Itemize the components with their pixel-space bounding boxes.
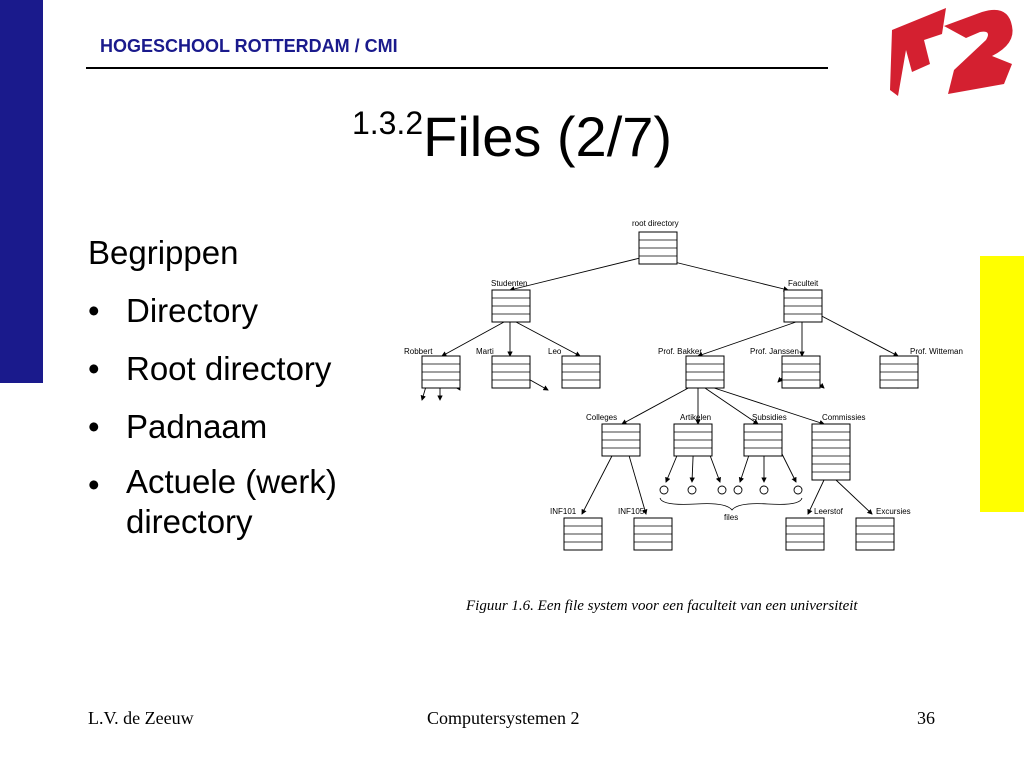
bullet-icon: • — [88, 408, 100, 445]
bullet-item: • Actuele (werk)directory — [88, 462, 337, 542]
diagram-label-inf101: INF101 — [550, 507, 577, 516]
artikelen-node — [673, 423, 713, 457]
studenten-node — [491, 289, 531, 323]
bullet-text: Directory — [126, 292, 259, 329]
header-divider — [86, 67, 828, 69]
janssen-node — [781, 355, 821, 389]
diagram-label-robbert: Robbert — [404, 347, 433, 356]
slide-title-number: 1.3.2 — [351, 105, 424, 141]
diagram-label-leo: Leo — [548, 347, 562, 356]
diagram-label-files: files — [724, 513, 738, 522]
right-accent-bar — [980, 256, 1024, 512]
leerstof-node — [785, 517, 825, 551]
diagram-label-colleges: Colleges — [586, 413, 617, 422]
diagram-label-root: root directory — [632, 219, 679, 228]
footer-author: L.V. de Zeeuw — [88, 708, 194, 728]
robbert-node — [421, 355, 461, 389]
bullet-text: Actuele (werk) — [126, 463, 337, 500]
footer-page-number: 36 — [917, 708, 935, 728]
file-icon — [759, 485, 769, 495]
bullet-text: Root directory — [126, 350, 332, 387]
bullet-item: • Root directory — [88, 346, 337, 392]
bullet-item: • Padnaam — [88, 404, 337, 450]
file-icon — [659, 485, 669, 495]
subsidies-node — [743, 423, 783, 457]
bullet-text-continued: directory — [126, 503, 253, 540]
diagram-label-witteman: Prof. Witteman — [910, 347, 963, 356]
bullet-icon: • — [88, 292, 100, 329]
diagram-label-faculteit: Faculteit — [788, 279, 819, 288]
excursies-node — [855, 517, 895, 551]
file-icon — [717, 485, 727, 495]
inf105-node — [633, 517, 673, 551]
file-icon — [733, 485, 743, 495]
slide-title-main: Files (2/7) — [423, 105, 673, 168]
commissies-node — [811, 423, 851, 481]
bakker-node — [685, 355, 725, 389]
diagram-label-excursies: Excursies — [876, 507, 911, 516]
diagram-label-subsidies: Subsidies — [752, 413, 787, 422]
diagram-label-leerstof: Leerstof — [814, 507, 844, 516]
footer-course: Computersystemen 2 — [427, 708, 580, 728]
root-directory-node — [638, 231, 678, 265]
faculteit-node — [783, 289, 823, 323]
diagram-label-marti: Marti — [476, 347, 494, 356]
header-title: HOGESCHOOL ROTTERDAM / CMI — [100, 36, 398, 56]
marti-node — [491, 355, 531, 389]
leo-node — [561, 355, 601, 389]
diagram-label-studenten: Studenten — [491, 279, 527, 288]
bullet-item: • Directory — [88, 288, 337, 334]
bullet-text: Padnaam — [126, 408, 268, 445]
file-system-diagram: root directory Studenten Faculteit Robbe… — [404, 219, 963, 551]
files-brace — [659, 497, 803, 511]
slide-title: 1.3.2Files (2/7) — [0, 104, 1024, 169]
inf101-node — [563, 517, 603, 551]
content-heading: Begrippen — [88, 234, 239, 271]
diagram-label-artikelen: Artikelen — [680, 413, 711, 422]
file-icon — [687, 485, 697, 495]
content-list: Begrippen • Directory • Root directory • Pa… — [88, 230, 337, 554]
diagram-label-janssen: Prof. Janssen — [750, 347, 799, 356]
bullet-icon: • — [88, 350, 100, 387]
figure-caption: Figuur 1.6. Een file system voor een fac… — [466, 598, 858, 614]
hogeschool-logo-icon — [890, 8, 1013, 96]
left-accent-bar — [0, 0, 43, 383]
file-icon — [793, 485, 803, 495]
colleges-node — [601, 423, 641, 457]
witteman-node — [879, 355, 919, 389]
diagram-label-bakker: Prof. Bakker — [658, 347, 702, 356]
diagram-label-inf105: INF105 — [618, 507, 645, 516]
diagram-label-commissies: Commissies — [822, 413, 866, 422]
bullet-icon: • — [88, 466, 100, 503]
